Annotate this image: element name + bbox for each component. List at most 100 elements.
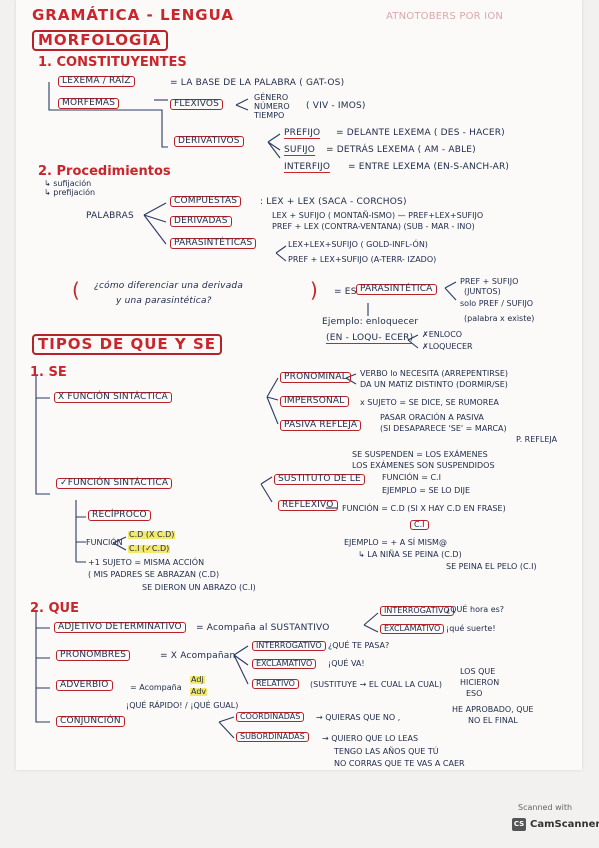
subordinadas-example-2: TENGO LAS AÑOS QUE TÚ: [334, 747, 439, 756]
adverbio-adv: Adv: [190, 687, 208, 696]
morfemas-box: MORFEMAS: [58, 98, 120, 109]
ejemplo-wrong-2: ✗LOQUECER: [422, 342, 473, 351]
reciproco-box: RECÍPROCO: [88, 510, 151, 521]
interrogativo-adj-example: ¿QUÉ hora es?: [446, 605, 505, 614]
interrogativo-pron-example: ¿QUÉ TE PASA?: [328, 641, 390, 650]
adverbio-adj: Adj: [190, 675, 205, 684]
badge-top: Scanned with: [518, 803, 573, 812]
sustituto-funcion: FUNCIÓN = C.I: [382, 473, 441, 482]
subordinadas-example-1: → QUIERO QUE LO LEAS: [322, 734, 419, 743]
reflexivo-ejemplo: EJEMPLO = + A SÍ MISM@: [344, 538, 447, 547]
derivadas-example-1: LEX + SUFIJO ( MONTAÑ-ISMO) — PREF+LEX+S…: [272, 211, 484, 220]
sustituto-le-box: SUSTITUTO DE LE: [274, 474, 365, 485]
sufijo-label: SUFIJO: [284, 145, 316, 156]
reciproco-cd: C.D (X C.D): [128, 530, 176, 539]
prefijacion-note: ↳ prefijación: [44, 188, 96, 197]
answer-solo: solo PREF / SUFIJO: [460, 299, 534, 308]
lexema-definition: = LA BASE DE LA PALABRA ( GAT-OS): [170, 78, 345, 88]
que-title: 2. QUE: [30, 601, 79, 616]
morfologia-heading: MORFOLOGÍA: [32, 30, 168, 51]
answer-pref-sufijo: PREF + SUFIJO: [460, 277, 519, 286]
exclamativo-pron-example: ¡QUÉ VA!: [328, 659, 365, 668]
constituyentes-title: 1. CONSTITUYENTES: [38, 55, 187, 70]
pasiva-def-2: (SI DESAPARECE 'SE' = MARCA): [380, 424, 507, 433]
pronombres-acompanan: = X Acompañan: [160, 651, 236, 661]
pasiva-refleja-box: PASIVA REFLEJA: [280, 420, 362, 431]
answer-juntos: (JUNTOS): [464, 287, 501, 296]
adjetivo-definition: = Acompaña al SUSTANTIVO: [196, 623, 330, 633]
pasiva-example-1: SE SUSPENDEN = LOS EXÁMENES: [352, 450, 488, 459]
coordinadas-example: → QUIERAS QUE NO ,: [316, 713, 401, 722]
derivadas-example-2: PREF + LEX (CONTRA-VENTANA) (SUB - MAR -…: [272, 222, 475, 231]
subordinadas-box: SUBORDINADAS: [236, 732, 309, 742]
reciproco-sujeto: +1 SUJETO = MISMA ACCIÓN: [88, 558, 205, 567]
interrogativo-adj-box: INTERROGATIVO: [380, 606, 454, 616]
palabras-label: PALABRAS: [86, 211, 134, 221]
reflexivo-ejemplo-cd: ↳ LA NIÑA SE PEINA (C.D): [358, 550, 462, 559]
sustituto-ejemplo: EJEMPLO = SE LO DIJE: [382, 486, 471, 495]
reflexivo-box: REFLEXIVO: [278, 500, 338, 511]
flexivos-box: FLEXIVOS: [170, 99, 224, 110]
reciproco-ci: C.I (✓C.D): [128, 544, 171, 553]
flex-numero: NÚMERO: [254, 102, 290, 111]
v-funcion-box: ✓FUNCIÓN SINTÁCTICA: [56, 478, 173, 489]
flex-tiempo: TIEMPO: [254, 111, 285, 120]
relativo-example-1: LOS QUE: [460, 667, 496, 676]
reciproco-funcion: FUNCIÓN: [86, 538, 123, 547]
coordinadas-example-2: HE APROBADO, QUE: [452, 705, 534, 714]
impersonal-def: x SUJETO = SE DICE, SE RUMOREA: [360, 398, 499, 407]
pronombres-box: PRONOMBRES: [56, 650, 131, 661]
relativo-example-3: ESO: [466, 689, 483, 698]
pronominal-box: PRONOMINAL: [280, 372, 351, 383]
relativo-box: RELATIVO: [252, 679, 299, 689]
reflexivo-ejemplo-ci: SE PEINA EL PELO (C.I): [446, 562, 537, 571]
ejemplo-text: Ejemplo: enloquecer: [322, 317, 419, 327]
x-funcion-box: X FUNCIÓN SINTÁCTICA: [54, 392, 172, 403]
pasiva-example-2: LOS EXÁMENES SON SUSPENDIDOS: [352, 461, 495, 470]
interfijo-definition: = ENTRE LEXEMA (EN-S-ANCH-AR): [348, 162, 510, 172]
pronominal-def-2: DA UN MATIZ DISTINTO (DORMIR/SE): [360, 380, 508, 389]
derivadas-box: DERIVADAS: [170, 216, 232, 227]
tipos-heading: TIPOS DE QUE Y SE: [32, 334, 223, 355]
camscanner-icon: CS: [512, 818, 526, 831]
reciproco-example-1: ( MIS PADRES SE ABRAZAN (C.D): [88, 570, 220, 579]
interfijo-label: INTERFIJO: [284, 162, 331, 173]
notebook-page: GRAMÁTICA - LENGUA ATNOTOBERS POR ION MO…: [16, 0, 582, 770]
relativo-example-2: HICIERON: [460, 678, 500, 687]
adverbio-example: ¡QUÉ RÁPIDO! / ¡QUÉ GUAL): [126, 701, 239, 710]
parasinteticas-box: PARASINTÉTICAS: [170, 238, 257, 249]
relativo-definition: (SUSTITUYE → EL CUAL LA CUAL): [310, 680, 442, 689]
sufijacion-note: ↳ sufijación: [44, 179, 92, 188]
subordinadas-example-3: NO CORRAS QUE TE VAS A CAER: [334, 759, 465, 768]
adjetivo-determinativo-box: ADJETIVO DETERMINATIVO: [54, 622, 186, 633]
pasiva-def-3: P. REFLEJA: [516, 435, 558, 444]
impersonal-box: IMPERSONAL: [280, 396, 349, 407]
compuestas-box: COMPUESTAS: [170, 196, 242, 207]
interrogativo-pron-box: INTERROGATIVO: [252, 641, 326, 651]
flex-genero: GÉNERO: [254, 93, 289, 102]
connector-lines: [35, 82, 457, 739]
exclamativo-adj-box: EXCLAMATIVO: [380, 624, 445, 634]
reflexivo-funcion: FUNCIÓN = C.D (SI X HAY C.D EN FRASE): [342, 504, 506, 513]
parasinteticas-example-2: PREF + LEX+SUFIJO (A-TERR- IZADO): [288, 255, 437, 264]
prefijo-definition: = DELANTE LEXEMA ( DES - HACER): [336, 128, 505, 138]
procedimientos-title: 2. Procedimientos: [38, 164, 171, 179]
lexema-box: LEXEMA / RAÍZ: [58, 76, 135, 87]
question-line-1: ¿cómo diferenciar una derivada: [94, 281, 244, 291]
answer-palabra: (palabra x existe): [464, 314, 535, 323]
sufijo-definition: = DETRÁS LEXEMA ( AM - ABLE): [326, 145, 476, 155]
adverbio-acompana: = Acompaña: [130, 683, 182, 692]
derivativos-box: DERIVATIVOS: [174, 136, 244, 147]
parasintetica-answer-box: PARASINTÉTICA: [356, 284, 437, 295]
compuestas-definition: : LEX + LEX (SACA - CORCHOS): [260, 197, 407, 207]
exclamativo-adj-example: ¡qué suerte!: [446, 624, 496, 633]
camscanner-badge: Scanned with CS CamScanner: [506, 800, 599, 838]
parasinteticas-example-1: LEX+LEX+SUFIJO ( GOLD-INFL-ÓN): [288, 240, 428, 249]
question-line-2: y una parasintética?: [116, 296, 212, 306]
close-paren: ): [310, 278, 318, 302]
reciproco-example-2: SE DIERON UN ABRAZO (C.I): [142, 583, 256, 592]
ejemplo-parts: (EN - LOQU- ECER): [326, 333, 414, 344]
open-paren: (: [72, 278, 80, 302]
page-title: GRAMÁTICA - LENGUA: [32, 6, 234, 24]
coordinadas-example-3: NO EL FINAL: [468, 716, 518, 725]
